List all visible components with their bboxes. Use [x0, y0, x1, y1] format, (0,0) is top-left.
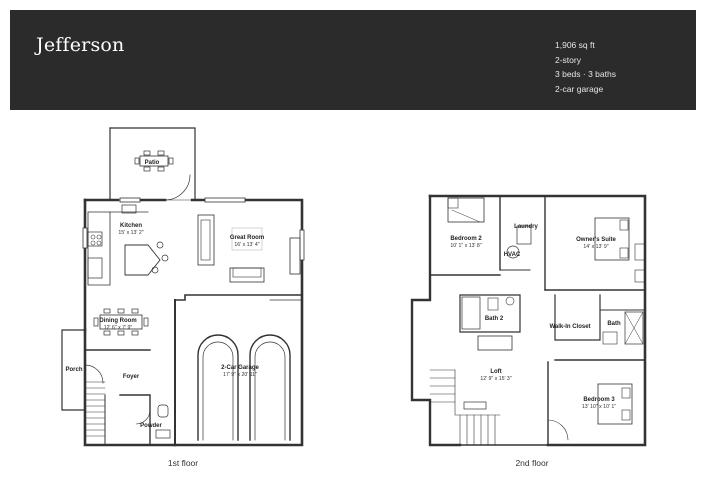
room-laundry: Laundry: [514, 224, 538, 230]
room-bedroom3-dims: 13' 10" x 10' 1": [582, 404, 616, 410]
room-powder: Powder: [140, 423, 162, 429]
floor2-label: 2nd floor: [515, 458, 548, 468]
model-title: Jefferson: [36, 34, 125, 56]
spec-sqft: 1,906 sq ft: [555, 40, 595, 50]
room-great-room-dims: 16' x 13' 4": [234, 242, 259, 248]
room-loft-dims: 12' 9" x 15' 3": [480, 376, 511, 382]
room-patio: Patio: [145, 160, 160, 166]
spec-garage: 2-car garage: [555, 83, 604, 94]
header-banner: Jefferson 1,906 sq ft 2-story 3 beds · 3…: [10, 10, 696, 110]
first-floor-plan: [61, 127, 305, 447]
room-bedroom3: Bedroom 3: [583, 397, 615, 403]
room-dining-dims: 12' 6" x 7' 9": [104, 325, 133, 331]
room-bath: Bath: [607, 321, 621, 327]
room-bedroom2-dims: 10' 1" x 13' 8": [450, 243, 481, 249]
room-kitchen: Kitchen: [120, 223, 142, 229]
spec-list: 1,906 sq ft 2-story 3 beds · 3 baths 2-c…: [555, 38, 616, 96]
room-great-room: Great Room: [230, 235, 264, 241]
spec-stories: 2-story: [555, 54, 581, 65]
room-kitchen-dims: 15' x 13' 2": [118, 230, 143, 236]
room-porch: Porch: [65, 367, 82, 373]
room-garage-dims: 17' 9" x 20' 11": [223, 372, 257, 378]
room-foyer: Foyer: [123, 374, 140, 380]
spec-beds-baths: 3 beds · 3 baths: [555, 69, 616, 79]
second-floor-plan: [410, 194, 647, 447]
room-dining: Dining Room: [99, 318, 136, 324]
room-hvac: HVAC: [504, 252, 521, 258]
room-owners-suite: Owner's Suite: [576, 237, 616, 243]
room-bath2: Bath 2: [485, 316, 504, 322]
room-garage: 2-Car Garage: [221, 365, 259, 371]
room-bedroom2: Bedroom 2: [450, 236, 482, 242]
room-owners-suite-dims: 14' x 13' 9": [583, 244, 608, 250]
floor1-label: 1st floor: [168, 458, 198, 468]
room-loft: Loft: [490, 369, 501, 375]
room-walkin-closet: Walk-In Closet: [549, 324, 590, 330]
